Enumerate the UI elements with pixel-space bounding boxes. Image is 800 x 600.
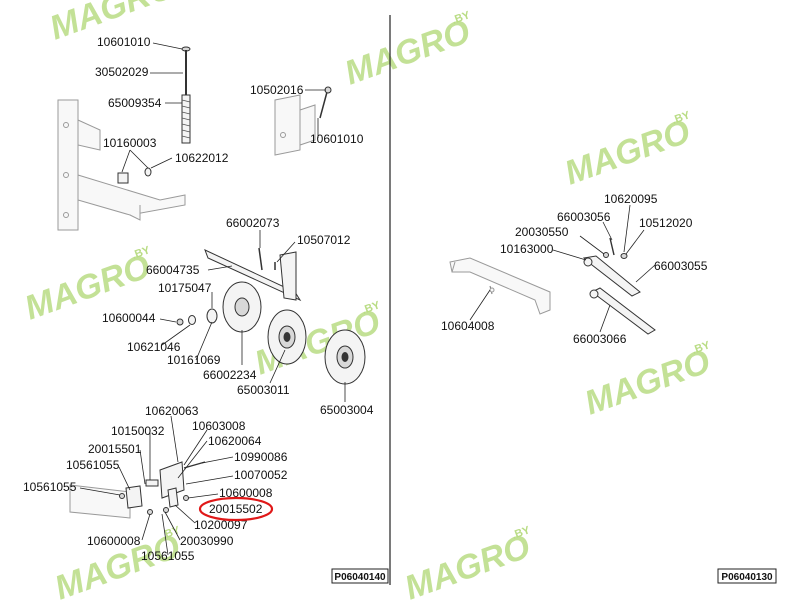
right-assembly-drawings (449, 237, 656, 335)
watermark-logo-suffix: .BY (450, 9, 472, 27)
part-number-label-highlighted[interactable]: 20015502 (209, 502, 263, 516)
part-number-label[interactable]: 66002073 (226, 216, 280, 230)
part-number-label[interactable]: 10601010 (310, 132, 364, 146)
part-number-label[interactable]: 10163000 (500, 242, 554, 256)
part-number-label[interactable]: 10621046 (127, 340, 181, 354)
sheet-ref-label: P06040130 (721, 572, 773, 583)
part-number-label[interactable]: 10603008 (192, 419, 246, 433)
part-number-label[interactable]: 10502016 (250, 83, 304, 97)
right-arm-lower (591, 287, 656, 335)
sheet-ref-label: P06040140 (334, 572, 386, 583)
part-number-label[interactable]: 66003056 (557, 210, 611, 224)
part-number-label[interactable]: 66003055 (654, 259, 708, 273)
part-number-label[interactable]: 10620064 (208, 434, 262, 448)
part-number-label[interactable]: 65003011 (237, 383, 290, 397)
watermark-logo-suffix: .BY (670, 109, 692, 127)
left-sheet-reference: P06040140 (331, 568, 389, 584)
part-number-label[interactable]: 65009354 (108, 96, 162, 110)
part-number-label[interactable]: 10150032 (111, 424, 165, 438)
right-leader-lines (469, 204, 656, 333)
part-number-label[interactable]: 66002234 (203, 368, 257, 382)
part-number-label[interactable]: 10561055 (23, 480, 77, 494)
part-number-label[interactable]: 10620095 (604, 192, 658, 206)
part-number-label[interactable]: 20015501 (88, 442, 142, 456)
part-number-label[interactable]: 65003004 (320, 403, 374, 417)
part-number-label[interactable]: 66003066 (573, 332, 627, 346)
part-number-label[interactable]: 20030990 (180, 534, 234, 548)
part-number-label[interactable]: 10200097 (194, 518, 248, 532)
left-assembly-drawings (57, 46, 366, 519)
part-number-label[interactable]: 10604008 (441, 319, 495, 333)
part-number-label[interactable]: 10601010 (97, 35, 151, 49)
watermark-logo-suffix: .BY (130, 244, 152, 262)
part-number-label[interactable]: 10622012 (175, 151, 229, 165)
watermark-logo-suffix: .BY (510, 524, 532, 542)
part-number-label[interactable]: 10512020 (639, 216, 693, 230)
watermark-logo-suffix: .BY (690, 339, 712, 357)
part-number-label[interactable]: 10600044 (102, 311, 156, 325)
part-number-label[interactable]: 10600008 (87, 534, 141, 548)
part-number-label[interactable]: 10561055 (66, 458, 120, 472)
right-part-labels: 10620095 66003056 10512020 20030550 1016… (441, 192, 708, 346)
part-number-label[interactable]: 10161069 (167, 353, 221, 367)
part-number-label[interactable]: 10561055 (141, 549, 195, 563)
part-number-label[interactable]: 10990086 (234, 450, 288, 464)
part-number-label[interactable]: 10507012 (297, 233, 351, 247)
lever-arm (204, 249, 302, 302)
part-number-label[interactable]: 10600008 (219, 486, 273, 500)
highlight-ring (198, 496, 274, 522)
part-number-label[interactable]: 66004735 (146, 263, 200, 277)
left-part-labels: 10601010 30502029 65009354 10160003 1062… (23, 35, 374, 563)
watermark-logo-suffix: .BY (360, 299, 382, 317)
part-number-label[interactable]: 30502029 (95, 65, 149, 79)
left-leader-lines (79, 42, 346, 556)
part-number-label[interactable]: 10160003 (103, 136, 157, 150)
part-number-label[interactable]: 10070052 (234, 468, 288, 482)
part-number-label[interactable]: 10620063 (145, 404, 199, 418)
part-number-label[interactable]: 20030550 (515, 225, 569, 239)
part-number-label[interactable]: 10175047 (158, 281, 212, 295)
right-sheet-reference: P06040130 (717, 568, 777, 584)
